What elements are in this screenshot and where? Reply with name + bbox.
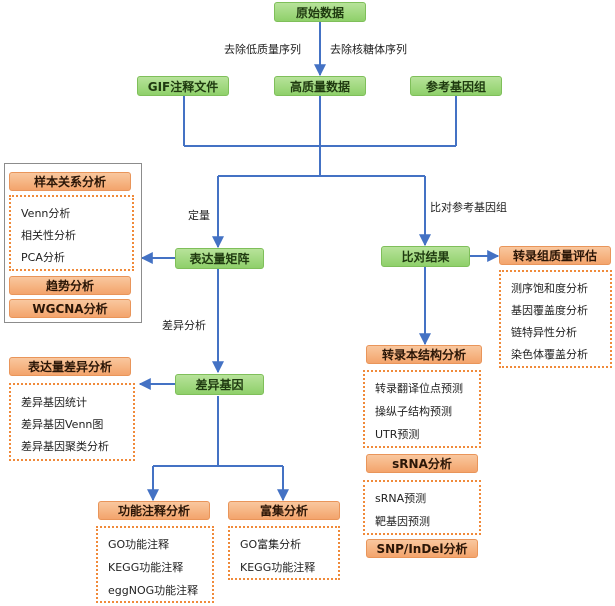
edge-label-quant: 定量 bbox=[188, 209, 210, 222]
edge-label-diff: 差异分析 bbox=[162, 319, 206, 332]
list-item: 测序饱和度分析 bbox=[511, 282, 588, 295]
list-item: 染色体覆盖分析 bbox=[511, 348, 588, 361]
list-item: 基因覆盖度分析 bbox=[511, 304, 588, 317]
edge-label-remove-rrna: 去除核糖体序列 bbox=[330, 43, 407, 56]
node-reference-genome: 参考基因组 bbox=[410, 76, 502, 96]
node-gif-annotation: GIF注释文件 bbox=[137, 76, 229, 96]
node-deg: 差异基因 bbox=[175, 374, 264, 395]
list-srna: sRNA预测 靶基因预测 bbox=[363, 480, 481, 535]
list-item: 差异基因统计 bbox=[21, 396, 87, 409]
node-trend-analysis: 趋势分析 bbox=[9, 276, 131, 295]
list-item: Venn分析 bbox=[21, 207, 71, 220]
list-item: 相关性分析 bbox=[21, 229, 76, 242]
list-functional-annotation: GO功能注释 KEGG功能注释 eggNOG功能注释 bbox=[96, 526, 214, 603]
node-diff-expression: 表达量差异分析 bbox=[9, 357, 131, 376]
list-item: GO功能注释 bbox=[108, 538, 170, 551]
node-functional-annotation: 功能注释分析 bbox=[98, 501, 210, 520]
edge-label-remove-lowq: 去除低质量序列 bbox=[224, 43, 301, 56]
list-item: GO富集分析 bbox=[240, 538, 302, 551]
list-item: KEGG功能注释 bbox=[240, 561, 316, 574]
node-srna-analysis: sRNA分析 bbox=[366, 454, 478, 473]
list-enrichment: GO富集分析 KEGG功能注释 bbox=[228, 526, 340, 580]
list-item: 链特异性分析 bbox=[511, 326, 577, 339]
node-wgcna-analysis: WGCNA分析 bbox=[9, 299, 131, 318]
list-item: PCA分析 bbox=[21, 251, 65, 264]
list-item: sRNA预测 bbox=[375, 492, 427, 505]
list-item: 操纵子结构预测 bbox=[375, 405, 452, 418]
node-expression-matrix: 表达量矩阵 bbox=[175, 248, 264, 269]
node-transcript-structure: 转录本结构分析 bbox=[366, 345, 482, 364]
node-alignment-result: 比对结果 bbox=[381, 246, 470, 267]
list-item: 靶基因预测 bbox=[375, 515, 430, 528]
list-transcript-structure: 转录翻译位点预测 操纵子结构预测 UTR预测 bbox=[363, 370, 481, 448]
edge-label-align-ref: 比对参考基因组 bbox=[430, 201, 507, 214]
node-enrichment-analysis: 富集分析 bbox=[228, 501, 340, 520]
list-item: eggNOG功能注释 bbox=[108, 584, 199, 597]
node-sample-relation: 样本关系分析 bbox=[9, 172, 131, 191]
node-raw-data: 原始数据 bbox=[274, 2, 366, 22]
list-item: 转录翻译位点预测 bbox=[375, 382, 463, 395]
list-diff-expression: 差异基因统计 差异基因Venn图 差异基因聚类分析 bbox=[9, 383, 135, 461]
node-high-quality-data: 高质量数据 bbox=[274, 76, 366, 96]
list-sample-relation: Venn分析 相关性分析 PCA分析 bbox=[9, 195, 134, 271]
list-item: 差异基因Venn图 bbox=[21, 418, 104, 431]
list-item: KEGG功能注释 bbox=[108, 561, 184, 574]
list-item: 差异基因聚类分析 bbox=[21, 440, 109, 453]
node-transcriptome-quality: 转录组质量评估 bbox=[499, 246, 611, 265]
list-transcriptome-quality: 测序饱和度分析 基因覆盖度分析 链特异性分析 染色体覆盖分析 bbox=[499, 270, 612, 368]
node-snp-indel-analysis: SNP/InDel分析 bbox=[366, 539, 478, 558]
list-item: UTR预测 bbox=[375, 428, 420, 441]
